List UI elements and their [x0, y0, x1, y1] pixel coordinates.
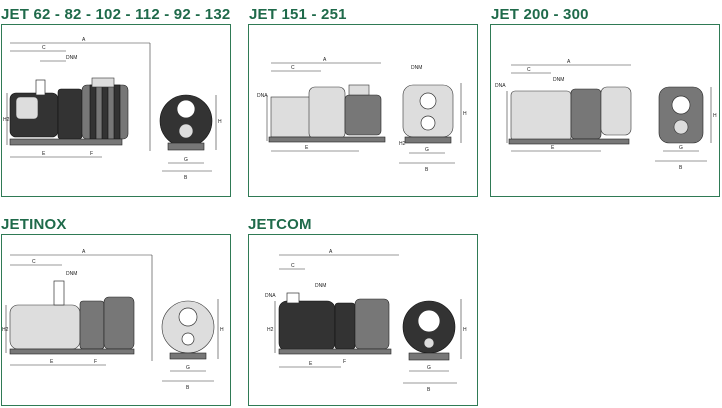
dim-label-dna: DNA: [495, 83, 506, 89]
dim-label-f: F: [343, 359, 346, 365]
dim-label-dnm: DNM: [411, 65, 422, 71]
dim-label-e: E: [551, 145, 555, 151]
dim-label-e: E: [42, 151, 46, 157]
dim-label-g: G: [427, 365, 431, 371]
panel-title-jetinox: JETINOX: [1, 216, 67, 233]
dim-label-f: F: [90, 151, 93, 157]
dim-label-a: A: [567, 59, 571, 65]
diagram-frame-jetinox: A C DNM E F G B H H2: [1, 234, 231, 406]
dim-label-b: B: [679, 165, 683, 171]
dim-label-e: E: [305, 145, 309, 151]
diagram-frame-jet62: A C DNM E F G B H H2: [1, 24, 231, 197]
dim-label-b: B: [425, 167, 429, 173]
panel-title-jet151: JET 151 - 251: [249, 6, 347, 23]
dim-label-h: H: [713, 113, 717, 119]
dim-label-b: B: [184, 175, 188, 181]
dim-label-h2: H2: [2, 327, 9, 333]
dim-label-e: E: [50, 359, 54, 365]
dim-label-a: A: [82, 37, 86, 43]
pump-drawing-jet200: A C DNA DNM E G B H: [495, 59, 717, 171]
dim-label-c: C: [291, 263, 295, 269]
diagram-frame-jetcom: A C DNM DNA E F G B H H2: [248, 234, 478, 406]
pump-drawing-jet151: A C DNA DNM E G B H H2: [257, 57, 467, 173]
pump-drawing-jetcom: A C DNM DNA E F G B H H2: [265, 249, 467, 393]
dim-label-h: H: [218, 119, 222, 125]
dim-label-g: G: [679, 145, 683, 151]
dim-label-c: C: [527, 67, 531, 73]
dim-label-h2: H2: [267, 327, 274, 333]
dim-label-g: G: [184, 157, 188, 163]
dim-label-h2: H2: [399, 141, 406, 147]
dim-label-g: G: [425, 147, 429, 153]
dim-label-dnm: DNM: [553, 77, 564, 83]
dim-label-c: C: [42, 45, 46, 51]
dim-label-c: C: [291, 65, 295, 71]
dim-label-dnm: DNM: [66, 271, 77, 277]
dim-label-h: H: [220, 327, 224, 333]
dim-label-a: A: [82, 249, 86, 255]
dim-label-a: A: [323, 57, 327, 63]
dim-label-dnm: DNM: [66, 55, 77, 61]
panel-title-jet62: JET 62 - 82 - 102 - 112 - 92 - 132: [1, 6, 231, 23]
dim-label-dna: DNA: [265, 293, 276, 299]
dim-label-c: C: [32, 259, 36, 265]
dim-label-dna: DNA: [257, 93, 268, 99]
dim-label-h: H: [463, 111, 467, 117]
panel-title-jet200: JET 200 - 300: [491, 6, 589, 23]
panel-title-jetcom: JETCOM: [248, 216, 312, 233]
dim-label-g: G: [186, 365, 190, 371]
dim-label-dnm: DNM: [315, 283, 326, 289]
dim-label-h: H: [463, 327, 467, 333]
diagram-frame-jet200: A C DNA DNM E G B H: [490, 24, 720, 197]
pump-drawing-jet62: A C DNM E F G B H H2: [3, 37, 222, 181]
dim-label-b: B: [186, 385, 190, 391]
dim-label-b: B: [427, 387, 431, 393]
diagram-frame-jet151: A C DNA DNM E G B H H2: [248, 24, 478, 197]
dim-label-f: F: [94, 359, 97, 365]
dim-label-a: A: [329, 249, 333, 255]
dim-label-e: E: [309, 361, 313, 367]
dim-label-h2: H2: [3, 117, 10, 123]
pump-drawing-jetinox: A C DNM E F G B H H2: [2, 249, 224, 391]
